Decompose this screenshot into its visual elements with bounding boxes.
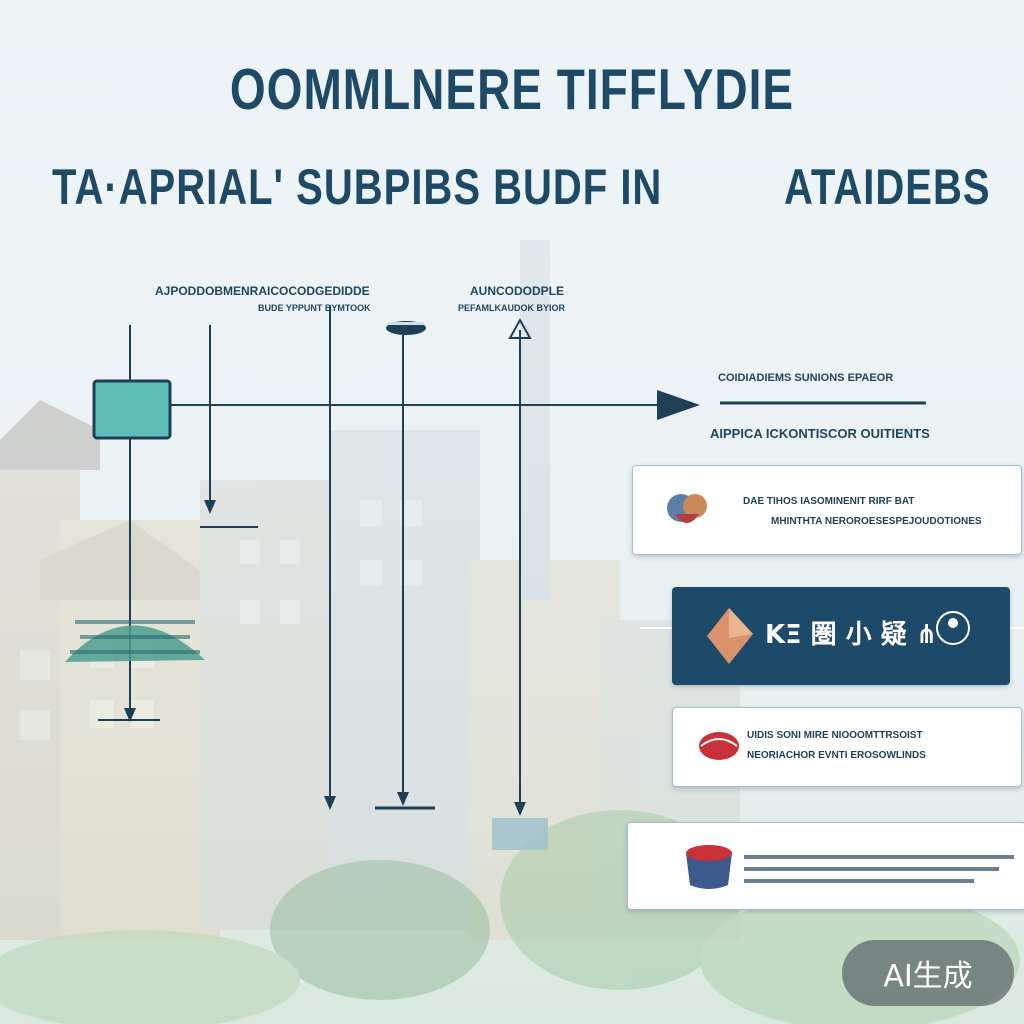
shell-icon <box>699 732 739 760</box>
card-1-line-2: MHINTHTA NEROROESESPEJOUDOTIONES <box>771 516 982 527</box>
main-title: OOMMLNERE TIFFLYDIE <box>229 56 795 122</box>
diamond-icon <box>707 608 753 664</box>
info-card-1[interactable]: DAE TIHOS IASOMINENIT RIRF BAT MHINTHTA … <box>632 465 1022 555</box>
card-1-line-1: DAE TIHOS IASOMINENIT RIRF BAT <box>743 496 915 507</box>
figure-icon <box>936 611 970 645</box>
subtitle-right: ATAIDEBS <box>784 160 991 215</box>
info-card-3[interactable]: UIDIS SONI MIRE NIOOOMTTRSOIST NEORIACHO… <box>672 707 1022 787</box>
heart-icon <box>667 494 707 523</box>
info-card-4[interactable] <box>627 822 1024 910</box>
label-right-heading: COIDIADIEMS SUNIONS EPAEOR <box>718 372 894 384</box>
card-4-text-lines <box>744 855 1014 883</box>
label-top-left-1: AJPODDOBMENRAICOCODGEDIDDE <box>155 284 370 298</box>
ai-generated-badge: AI生成 <box>842 940 1014 1006</box>
label-top-right-2: PEFAMLKAUDOK BYIOR <box>458 303 566 313</box>
card-3-line-1: UIDIS SONI MIRE NIOOOMTTRSOIST <box>747 730 923 741</box>
label-right-sub: AIPPICA ICKONTISCOR OUITIENTS <box>710 426 930 441</box>
subtitle-left: TA·APRIAL' SUBPIBS BUDF IN <box>52 160 663 215</box>
card-2-line-1: ΚΞ 圏 小 疑 ⋔ <box>765 620 938 650</box>
card-3-line-2: NEORIACHOR EVNTI EROSOWLINDS <box>747 750 926 761</box>
label-top-left-2: BUDE YPPUNT BYMTOOK <box>258 303 371 313</box>
label-top-right-1: AUNCODODPLE <box>470 284 565 298</box>
info-card-2[interactable]: ΚΞ 圏 小 疑 ⋔ <box>672 587 1010 685</box>
container-icon <box>686 845 732 889</box>
